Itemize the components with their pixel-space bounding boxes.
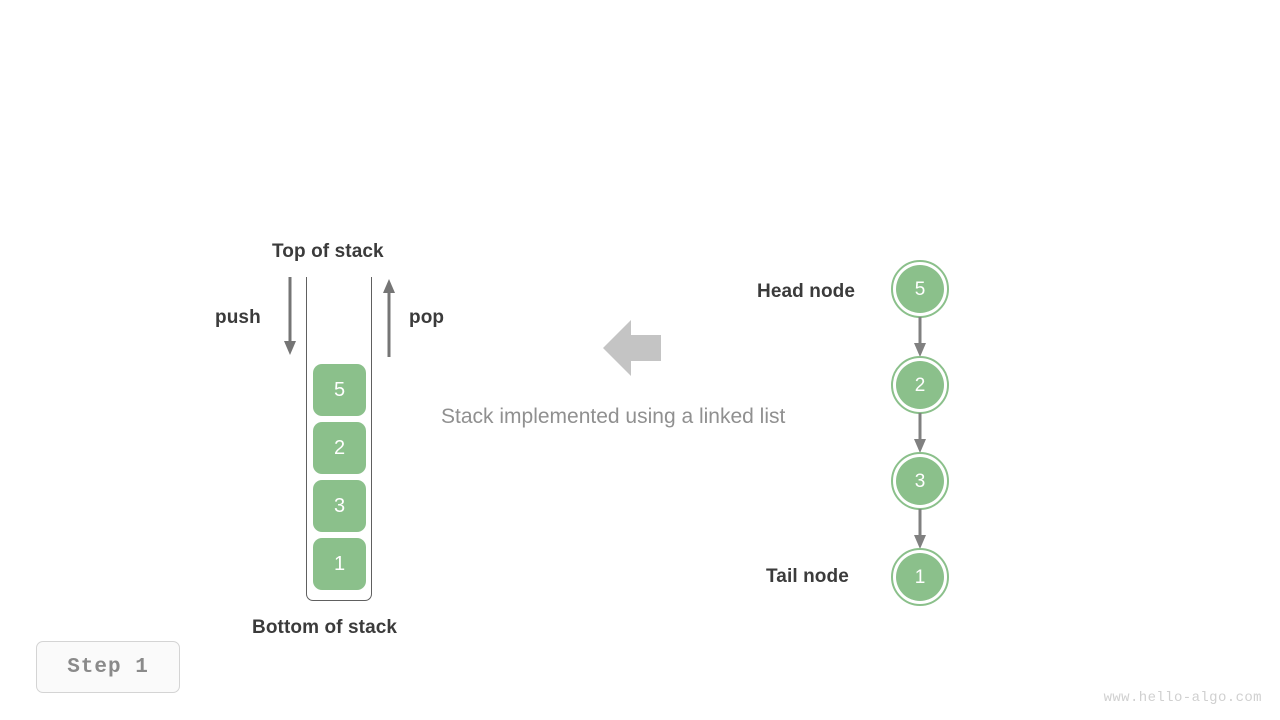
diagram-caption: Stack implemented using a linked list xyxy=(441,405,786,428)
linked-list-node[interactable]: 1 xyxy=(891,548,949,606)
linked-list-node-value: 5 xyxy=(896,265,944,313)
stack-top-label: Top of stack xyxy=(272,241,384,262)
pop-label: pop xyxy=(409,307,445,328)
stack-item[interactable]: 2 xyxy=(313,422,366,474)
stack-item[interactable]: 3 xyxy=(313,480,366,532)
arrow-up-icon xyxy=(383,279,395,357)
arrow-left-block-icon xyxy=(603,320,661,376)
tail-node-label: Tail node xyxy=(766,566,849,587)
linked-list-node[interactable]: 2 xyxy=(891,356,949,414)
linked-list-node-value: 1 xyxy=(896,553,944,601)
stack-container xyxy=(306,277,372,601)
linked-list-node-value: 3 xyxy=(896,457,944,505)
arrow-down-icon xyxy=(914,413,926,453)
head-node-label: Head node xyxy=(757,281,856,302)
stack-item[interactable]: 1 xyxy=(313,538,366,590)
linked-list-node-value: 2 xyxy=(896,361,944,409)
stack-item[interactable]: 5 xyxy=(313,364,366,416)
linked-list-node[interactable]: 3 xyxy=(891,452,949,510)
arrow-down-icon xyxy=(914,317,926,357)
stack-item-list: 5 2 3 1 xyxy=(313,364,366,590)
push-label: push xyxy=(215,307,261,328)
linked-list-node[interactable]: 5 xyxy=(891,260,949,318)
step-badge: Step 1 xyxy=(36,641,180,693)
watermark: www.hello-algo.com xyxy=(1103,690,1262,706)
arrow-down-icon xyxy=(284,277,296,355)
arrow-down-icon xyxy=(914,509,926,549)
stack-bottom-label: Bottom of stack xyxy=(252,617,398,638)
